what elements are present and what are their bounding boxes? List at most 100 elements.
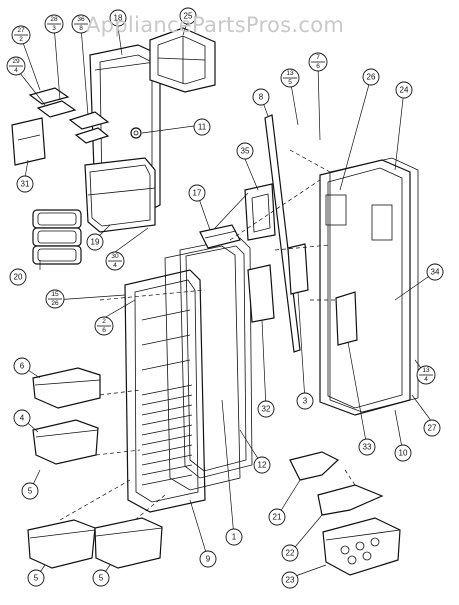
callout-label: 10: [399, 449, 408, 458]
part-fan-box: [149, 27, 216, 93]
callout-1: 1: [225, 528, 243, 546]
callout-13-5: 135: [280, 68, 300, 88]
callout-label: 23: [286, 576, 295, 585]
callout-top: 27: [17, 27, 25, 34]
part-32: [247, 264, 275, 323]
callout-28-3: 283: [44, 14, 64, 34]
callout-33: 33: [358, 438, 376, 456]
callout-top: 28: [50, 16, 58, 23]
callout-19: 19: [86, 233, 104, 251]
callout-label: 3: [303, 397, 308, 406]
callout-top: 15: [51, 291, 59, 298]
callout-bottom: 4: [424, 376, 428, 383]
callout-5a: 5: [21, 482, 39, 500]
callout-label: 5: [34, 574, 39, 583]
part-stacked-containers: [32, 209, 82, 265]
callout-label: 35: [241, 147, 250, 156]
callout-label: 5: [99, 574, 104, 583]
callout-11: 11: [193, 118, 211, 136]
part-ff-accessories: [289, 451, 401, 576]
callout-label: 33: [363, 443, 372, 452]
callout-label: 20: [14, 273, 23, 282]
callout-label: 18: [114, 14, 123, 23]
part-panel-31: [11, 117, 46, 166]
callout-bottom: 3: [52, 25, 56, 32]
callout-bottom: 2: [19, 36, 23, 43]
callout-27-2: 272: [11, 25, 31, 45]
part-door-gaskets: [164, 237, 253, 491]
callout-21: 21: [268, 508, 286, 526]
callout-label: 17: [193, 189, 202, 198]
callout-bottom: 8: [79, 25, 83, 32]
callout-2-6: 26: [94, 316, 114, 336]
callout-5b: 5: [27, 569, 45, 587]
callout-24: 24: [395, 81, 413, 99]
callout-23: 23: [281, 571, 299, 589]
callout-label: 5: [28, 487, 33, 496]
callout-3: 3: [296, 392, 314, 410]
callout-13-4: 134: [416, 365, 436, 385]
callout-bottom: 26: [51, 300, 59, 307]
callout-12: 12: [253, 456, 271, 474]
callout-6: 6: [13, 357, 31, 375]
callout-label: 19: [91, 238, 100, 247]
callout-label: 25: [184, 12, 193, 21]
callout-25: 25: [179, 7, 197, 25]
callout-30-4: 304: [105, 251, 125, 271]
callout-label: 11: [198, 123, 207, 132]
callout-top: 7: [316, 54, 320, 61]
callout-label: 26: [367, 73, 376, 82]
callout-label: 6: [20, 362, 25, 371]
callout-22: 22: [281, 544, 299, 562]
part-dispenser-panel: [244, 183, 276, 241]
callout-top: 30: [111, 253, 119, 260]
part-ice-bin: [84, 157, 156, 233]
callout-20: 20: [9, 268, 27, 286]
part-small-panels: [28, 87, 110, 144]
callout-bottom: 4: [14, 67, 18, 74]
callout-label: 34: [431, 268, 440, 277]
callout-29-4: 294: [6, 56, 26, 76]
callout-34: 34: [426, 263, 444, 281]
callout-label: 1: [232, 533, 237, 542]
callout-9: 9: [199, 550, 217, 568]
callout-label: 22: [286, 549, 295, 558]
part-freezer-door-liner: [124, 269, 206, 513]
callout-label: 24: [400, 86, 409, 95]
callout-bottom: 4: [113, 262, 117, 269]
callout-32: 32: [257, 400, 275, 418]
callout-label: 9: [206, 555, 211, 564]
callout-label: 27: [428, 424, 437, 433]
part-17: [199, 224, 241, 249]
callout-27: 27: [423, 419, 441, 437]
callout-18: 18: [109, 9, 127, 27]
callout-4: 4: [13, 409, 31, 427]
callout-36-8: 368: [71, 14, 91, 34]
callout-top: 29: [12, 58, 20, 65]
callout-top: 13: [422, 367, 430, 374]
callout-label: 4: [20, 414, 25, 423]
part-door-bins: [27, 367, 163, 569]
callout-8: 8: [252, 88, 270, 106]
callout-bottom: 6: [102, 327, 106, 334]
callout-31: 31: [16, 175, 34, 193]
part-door-handle: [335, 291, 358, 346]
callout-10: 10: [394, 444, 412, 462]
callout-label: 12: [258, 461, 267, 470]
alignment-lines: [59, 149, 356, 521]
callout-26: 26: [362, 68, 380, 86]
callout-top: 13: [286, 70, 294, 77]
callout-35: 35: [236, 142, 254, 160]
callout-label: 32: [262, 405, 271, 414]
callout-label: 21: [273, 513, 282, 522]
callout-label: 31: [21, 180, 30, 189]
callout-top: 36: [77, 16, 85, 23]
part-fresh-food-door: [319, 157, 419, 416]
callout-top: 2: [102, 318, 106, 325]
callout-bottom: 6: [316, 63, 320, 70]
callout-5c: 5: [92, 569, 110, 587]
callout-label: 8: [259, 93, 264, 102]
